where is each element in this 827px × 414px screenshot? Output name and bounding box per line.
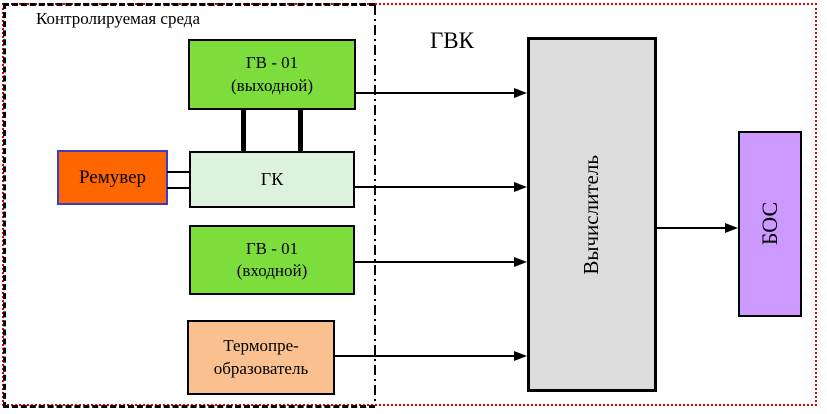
arrow-computer-bos-head — [725, 223, 738, 233]
connector-remover-gk-top — [167, 171, 190, 173]
box-thermo-line1: Термопре- — [223, 336, 299, 356]
arrow-computer-bos-shaft — [657, 227, 725, 229]
box-gv01-output: ГВ - 01 (выходной) — [188, 39, 356, 110]
box-gv01-output-line2: (выходной) — [231, 75, 313, 95]
controlled-area-label: Контролируемая среда — [36, 9, 200, 28]
arrow-gk-computer-shaft — [355, 186, 515, 188]
box-bos: БОС — [738, 131, 802, 317]
arrow-gvout-computer-head — [514, 88, 527, 98]
box-remover: Ремувер — [57, 150, 168, 205]
arrow-thermo-computer-head — [514, 351, 527, 361]
box-gv01-input-line2: (входной) — [236, 261, 308, 280]
gvk-boundary-line — [374, 5, 376, 405]
arrow-thermo-computer-shaft — [333, 355, 515, 357]
box-thermo-line2: образователь — [213, 358, 309, 378]
box-gv01-input: ГВ - 01 (входной) — [189, 225, 355, 295]
controlled-area-border — [3, 3, 375, 408]
box-computer: Вычислитель — [527, 37, 657, 392]
arrow-gvin-computer-shaft — [355, 261, 515, 263]
box-bos-label: БОС — [757, 202, 783, 246]
arrow-gvin-computer-head — [514, 257, 527, 267]
box-thermo-transducer: Термопре- образователь — [187, 320, 335, 395]
connector-gvout-gk-right — [298, 110, 303, 151]
connector-gvout-gk-left — [241, 110, 246, 151]
box-gv01-input-line1: ГВ - 01 — [245, 238, 299, 258]
box-computer-label: Вычислитель — [579, 154, 604, 275]
box-remover-label: Ремувер — [78, 166, 147, 188]
arrow-gk-computer-head — [514, 182, 527, 192]
gvk-zone-label: ГВК — [430, 28, 474, 53]
box-gk: ГК — [189, 151, 355, 208]
connector-remover-gk-bottom — [167, 187, 190, 189]
box-gv01-output-line1: ГВ - 01 — [245, 53, 299, 73]
box-gk-label: ГК — [260, 168, 284, 189]
arrow-gvout-computer-shaft — [355, 92, 515, 94]
